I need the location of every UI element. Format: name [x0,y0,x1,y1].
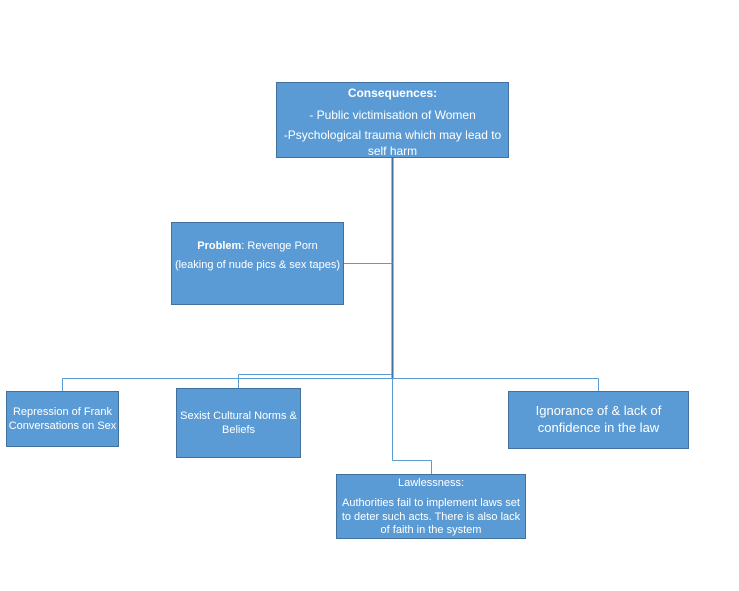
cause-lawlessness-title: Lawlessness: [397,477,465,489]
cause-repression-box: Repression of Frank Conversations on Sex [6,391,119,447]
problem-heading: Problem: Revenge Porn [197,239,317,253]
consequences-box: Consequences: - Public victimisation of … [276,82,509,158]
cause-lawlessness-box: Lawlessness: Authorities fail to impleme… [336,474,526,539]
problem-label: Problem [197,240,242,252]
problem-text: : Revenge Porn [241,240,318,252]
cause-repression-text: Repression of Frank Conversations on Sex [8,405,117,432]
cause-lawlessness-body: Authorities fail to implement laws set t… [341,496,521,537]
consequences-line-1: - Public victimisation of Women [309,107,476,122]
problem-box: Problem: Revenge Porn (leaking of nude p… [171,222,344,305]
cause-ignorance-box: Ignorance of & lack of confidence in the… [508,391,689,449]
consequences-line-2: -Psychological trauma which may lead to … [283,128,502,158]
consequences-title: Consequences: [347,86,438,100]
cause-sexist-norms-text: Sexist Cultural Norms & Beliefs [180,409,297,436]
problem-subtext: (leaking of nude pics & sex tapes) [174,259,341,272]
cause-sexist-norms-box: Sexist Cultural Norms & Beliefs [176,388,301,458]
cause-ignorance-text: Ignorance of & lack of confidence in the… [535,403,662,435]
